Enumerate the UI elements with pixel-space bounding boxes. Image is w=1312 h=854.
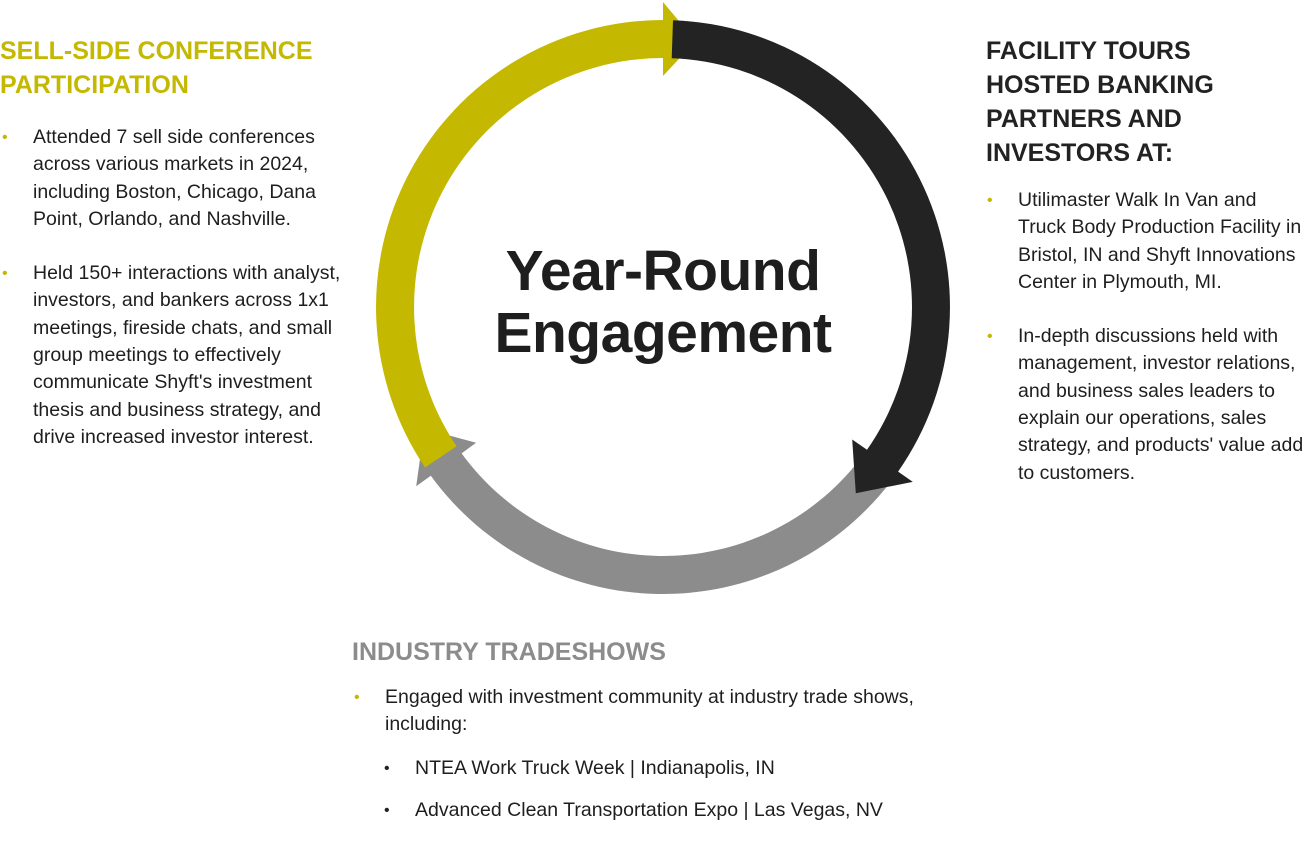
list-item: • Held 150+ interactions with analyst, in…: [0, 260, 350, 451]
sell-side-heading: SELL-SIDE CONFERENCE PARTICIPATION: [0, 34, 313, 102]
bullet-text: NTEA Work Truck Week | Indianapolis, IN: [415, 756, 775, 779]
bullet-text: Held 150+ interactions with analyst, inv…: [33, 262, 341, 448]
center-title: Year-Round Engagement: [443, 240, 883, 364]
center-title-line2: Engagement: [494, 301, 832, 365]
bullet-text: Utilimaster Walk In Van and Truck Body P…: [1018, 189, 1302, 293]
bullet-text: Advanced Clean Transportation Expo | Las…: [415, 798, 883, 821]
facility-tours-heading: FACILITY TOURS HOSTED BANKING PARTNERS A…: [986, 34, 1214, 170]
tradeshows-bullets: • Engaged with investment community at in…: [352, 684, 952, 851]
bullet-icon: •: [2, 129, 8, 146]
bullet-icon: •: [987, 192, 993, 209]
sub-list-item: • NTEA Work Truck Week | Indianapolis, IN: [352, 755, 952, 782]
black-arc-arrow: [671, 20, 950, 494]
yellow-arc-arrow: [376, 2, 696, 468]
list-item: • Utilimaster Walk In Van and Truck Body …: [985, 187, 1305, 296]
list-item: • Attended 7 sell side conferences across…: [0, 124, 350, 233]
bullet-text: Engaged with investment community at ind…: [385, 686, 914, 736]
bullet-icon: •: [987, 328, 993, 346]
heading-line: PARTICIPATION: [0, 71, 189, 99]
bullet-text: Attended 7 sell side conferences across …: [33, 126, 316, 230]
heading-line: FACILITY TOURS: [986, 37, 1191, 65]
heading-line: SELL-SIDE CONFERENCE: [0, 37, 313, 65]
heading-line: PARTNERS AND: [986, 105, 1182, 133]
bullet-icon: •: [384, 759, 390, 777]
bullet-icon: •: [384, 801, 390, 819]
list-item: • Engaged with investment community at in…: [352, 684, 952, 739]
center-title-line1: Year-Round: [505, 239, 821, 303]
tradeshows-heading: INDUSTRY TRADESHOWS: [352, 638, 666, 666]
bullet-icon: •: [2, 265, 8, 283]
facility-tours-bullets: • Utilimaster Walk In Van and Truck Body …: [985, 187, 1305, 514]
bullet-text: In-depth discussions held with managemen…: [1018, 325, 1304, 484]
heading-line: HOSTED BANKING: [986, 71, 1214, 99]
bullet-icon: •: [354, 689, 360, 706]
sub-list-item: • Advanced Clean Transportation Expo | La…: [352, 797, 952, 824]
list-item: • In-depth discussions held with manageme…: [985, 323, 1305, 487]
heading-line: INVESTORS AT:: [986, 139, 1174, 167]
sell-side-bullets: • Attended 7 sell side conferences across…: [0, 124, 350, 478]
gray-arc-arrow: [416, 428, 890, 595]
